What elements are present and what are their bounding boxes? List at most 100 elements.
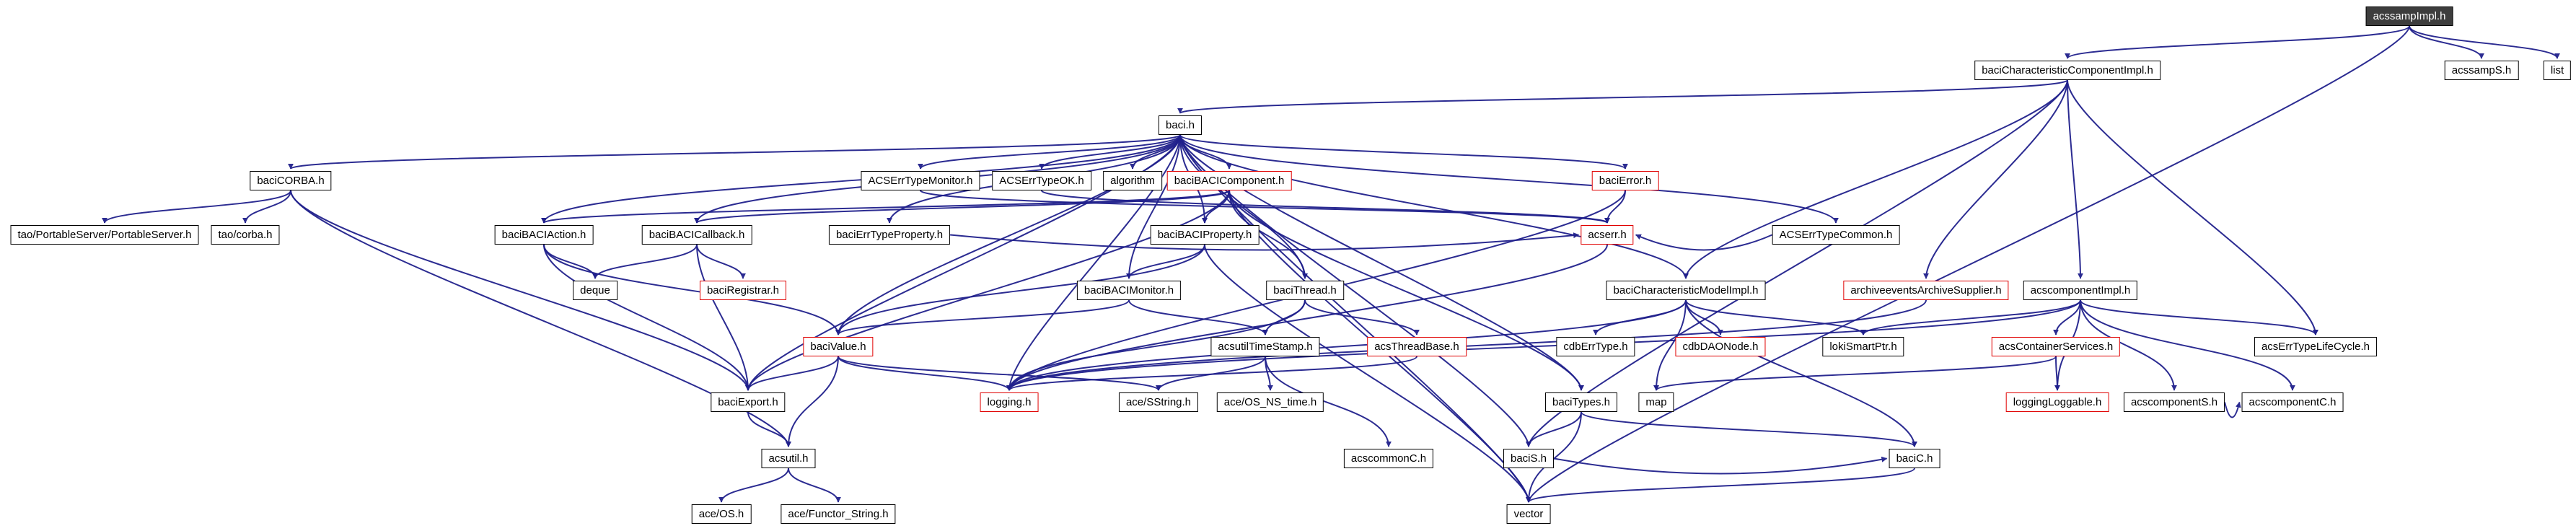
node-acscomponentImpl[interactable]: acscomponentImpl.h [2023,281,2138,300]
edge-baci-logging [1006,134,1181,391]
node-acscommonC[interactable]: acscommonC.h [1343,449,1434,468]
edge-acscomponentImpl-logging [1006,299,2081,391]
node-baciErrTypeProperty[interactable]: baciErrTypeProperty.h [828,225,951,245]
node-label: baciCORBA.h [257,175,325,187]
edge-baci-ACSErrTypeMonitor [918,134,1181,170]
node-baciError[interactable]: baciError.h [1591,171,1659,190]
node-label: loggingLoggable.h [2013,396,2102,408]
node-acsutil[interactable]: acsutil.h [761,449,816,468]
edge-baciS-baciC [1553,456,1888,475]
node-baciBACICallback[interactable]: baciBACICallback.h [641,225,752,245]
node-baciBACIProperty[interactable]: baciBACIProperty.h [1150,225,1260,245]
node-label: baciExport.h [718,396,778,408]
edge-acscomponentS-acscomponentC [2224,401,2241,418]
edge-baciCharacteristicComponentImpl-baciS [1526,79,2068,447]
node-aceOSNStime[interactable]: ace/OS_NS_time.h [1216,392,1324,412]
node-baciS[interactable]: baciS.h [1503,449,1555,468]
edge-baciThread-acsutilTimeStamp [1262,299,1306,335]
edge-ACSErrTypeCommon-acserr [1635,234,1773,251]
edge-baci-ACSErrTypeOK [1039,134,1181,170]
node-vector[interactable]: vector [1506,504,1551,524]
node-baciBACIComponent[interactable]: baciBACIComponent.h [1166,171,1292,190]
node-cdbDAONode[interactable]: cdbDAONode.h [1675,337,1766,356]
node-acssampS[interactable]: acssampS.h [2444,61,2519,80]
edge-baciC-vector [1526,468,1915,503]
node-ACSErrTypeCommon[interactable]: ACSErrTypeCommon.h [1772,225,1900,245]
node-acscomponentS[interactable]: acscomponentS.h [2123,392,2225,412]
node-label: acscomponentS.h [2130,396,2218,408]
node-label: baciS.h [1510,452,1547,465]
node-list[interactable]: list [2543,61,2572,80]
node-baciBACIMonitor[interactable]: baciBACIMonitor.h [1076,281,1182,300]
node-label: acserr.h [1588,229,1627,241]
node-baciC[interactable]: baciC.h [1889,449,1940,468]
node-ACSErrTypeOK[interactable]: ACSErrTypeOK.h [992,171,1091,190]
edge-baciCharacteristicModelImpl-cdbErrType [1593,299,1687,335]
edge-baciCharacteristicComponentImpl-baci [1177,79,2068,114]
edge-archiveeventsArchiveSupplier-logging [1006,299,1927,391]
node-aceOS[interactable]: ace/OS.h [691,504,752,524]
node-label: acsutil.h [768,452,809,465]
edge-baciCORBA-taoCorba [242,190,291,224]
edge-baciCharacteristicModelImpl-map [1653,299,1687,391]
node-aceFunctorString[interactable]: ace/Functor_String.h [781,504,896,524]
node-aceSString[interactable]: ace/SString.h [1118,392,1199,412]
edge-baciTypes-baciS [1526,411,1582,447]
node-baciBACIAction[interactable]: baciBACIAction.h [494,225,594,245]
edge-acssampImpl-list [2409,25,2560,59]
node-algorithm[interactable]: algorithm [1103,171,1162,190]
edge-acscomponentImpl-acsErrTypeLifeCycle [2080,299,2318,335]
edge-baciBACIAction-baciExport [543,244,751,391]
node-archiveeventsArchiveSupplier[interactable]: archiveeventsArchiveSupplier.h [1843,281,2009,300]
node-baciCharacteristicComponentImpl[interactable]: baciCharacteristicComponentImpl.h [1974,61,2160,80]
node-label: baciTypes.h [1552,396,1611,408]
edge-baci-ACSErrTypeCommon [1179,134,1839,224]
node-label: vector [1513,508,1544,520]
node-baciCORBA[interactable]: baciCORBA.h [250,171,332,190]
node-baciTypes[interactable]: baciTypes.h [1544,392,1618,412]
node-lokiSmartPtr[interactable]: lokiSmartPtr.h [1822,337,1904,356]
edge-acsThreadBase-logging [1006,356,1417,391]
node-acscomponentC[interactable]: acscomponentC.h [2241,392,2344,412]
edge-baciBACICallback-baciExport [696,244,751,391]
node-deque[interactable]: deque [573,281,617,300]
node-cdbErrType[interactable]: cdbErrType.h [1556,337,1635,356]
node-loggingLoggable[interactable]: loggingLoggable.h [2005,392,2109,412]
node-label: baciBACICallback.h [649,229,745,241]
node-label: archiveeventsArchiveSupplier.h [1850,284,2002,297]
node-acserr[interactable]: acserr.h [1581,225,1634,245]
node-acsContainerServices[interactable]: acsContainerServices.h [1991,337,2121,356]
edge-baciThread-acsThreadBase [1304,299,1420,335]
node-label: baciCharacteristicModelImpl.h [1613,284,1759,297]
node-map[interactable]: map [1638,392,1674,412]
node-acssampImpl[interactable]: acssampImpl.h [2365,6,2453,26]
node-baciThread[interactable]: baciThread.h [1266,281,1344,300]
node-ACSErrTypeMonitor[interactable]: ACSErrTypeMonitor.h [861,171,980,190]
node-acsErrTypeLifeCycle[interactable]: acsErrTypeLifeCycle.h [2254,337,2378,356]
node-label: cdbErrType.h [1563,341,1628,353]
node-baciCharacteristicModelImpl[interactable]: baciCharacteristicModelImpl.h [1606,281,1766,300]
node-taoPortableServer[interactable]: tao/PortableServer/PortableServer.h [10,225,199,245]
node-label: baciBACIProperty.h [1157,229,1252,241]
node-acsThreadBase[interactable]: acsThreadBase.h [1367,337,1467,356]
node-label: baciBACIAction.h [501,229,586,241]
node-label: baci.h [1165,119,1195,131]
edge-baciCharacteristicComponentImpl-archiveeventsArchiveSupplier [1923,79,2068,279]
node-acsutilTimeStamp[interactable]: acsutilTimeStamp.h [1210,337,1320,356]
node-taoCorba[interactable]: tao/corba.h [211,225,280,245]
edge-baci-baciCharacteristicModelImpl [1179,134,1689,279]
edge-baciErrTypeProperty-acserr [949,232,1580,251]
edge-baciBACIComponent-baciThread [1228,190,1308,279]
node-baciValue[interactable]: baciValue.h [803,337,874,356]
edge-baciValue-baciExport [745,356,839,391]
edge-acscomponentImpl-acscomponentC [2080,299,2295,391]
edge-baci-baciBACIMonitor [1126,134,1181,279]
node-label: acscomponentImpl.h [2030,284,2131,297]
node-baciRegistrar[interactable]: baciRegistrar.h [699,281,787,300]
edge-baciBACIProperty-baciValue [835,244,1205,335]
node-logging[interactable]: logging.h [980,392,1039,412]
node-baci[interactable]: baci.h [1158,115,1203,135]
edge-acssampImpl-baciCharacteristicComponentImpl [2065,25,2410,59]
node-baciExport[interactable]: baciExport.h [711,392,786,412]
